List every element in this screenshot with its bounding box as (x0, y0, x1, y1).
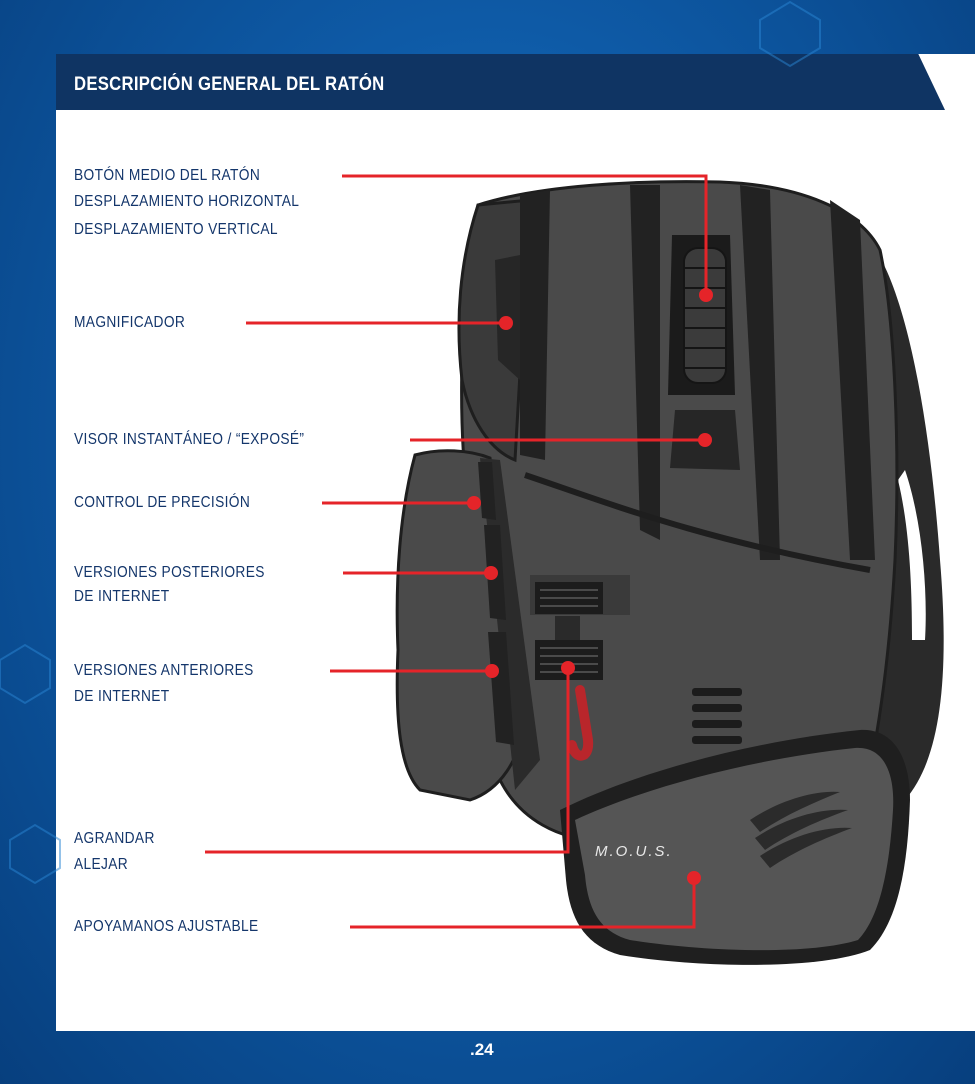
label-precision: CONTROL DE PRECISIÓN (74, 491, 250, 515)
label-horizontal-scroll: DESPLAZAMIENTO HORIZONTAL (74, 190, 299, 214)
mouse-logo: M.O.U.S. (595, 843, 673, 860)
label-middle-button: BOTÓN MEDIO DEL RATÓN (74, 164, 260, 188)
page-number: .24 (470, 1040, 494, 1060)
label-vertical-scroll: DESPLAZAMIENTO VERTICAL (74, 218, 278, 242)
label-magnifier: MAGNIFICADOR (74, 311, 185, 335)
label-back-line1: VERSIONES ANTERIORES (74, 659, 254, 683)
label-zoom-out: ALEJAR (74, 853, 128, 877)
label-back-line2: DE INTERNET (74, 685, 170, 709)
label-forward-line1: VERSIONES POSTERIORES (74, 561, 265, 585)
label-palm-rest: APOYAMANOS AJUSTABLE (74, 915, 259, 939)
label-zoom-in: AGRANDAR (74, 827, 155, 851)
label-expose: VISOR INSTANTÁNEO / “EXPOSÉ” (74, 428, 304, 452)
mouse-ridge-left (520, 190, 550, 460)
label-forward-line2: DE INTERNET (74, 585, 170, 609)
